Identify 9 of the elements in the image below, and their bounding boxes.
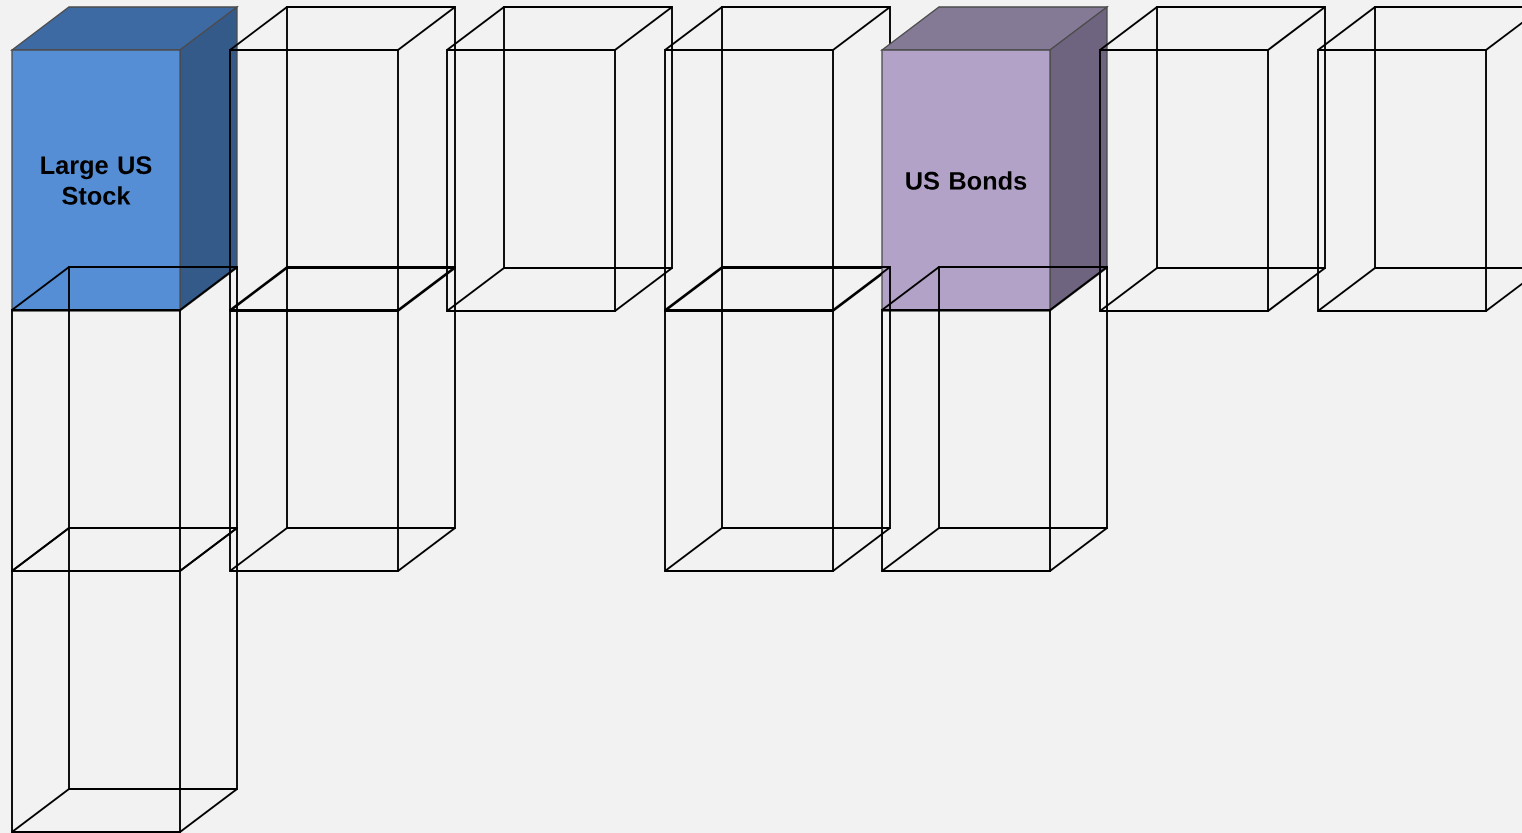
cube <box>229 6 456 312</box>
cube <box>11 266 238 572</box>
cube <box>446 6 673 312</box>
cube <box>11 527 238 833</box>
cube <box>881 266 1108 572</box>
cube <box>229 266 456 572</box>
cube <box>1099 6 1326 312</box>
cube <box>1317 6 1522 312</box>
cube <box>664 266 891 572</box>
